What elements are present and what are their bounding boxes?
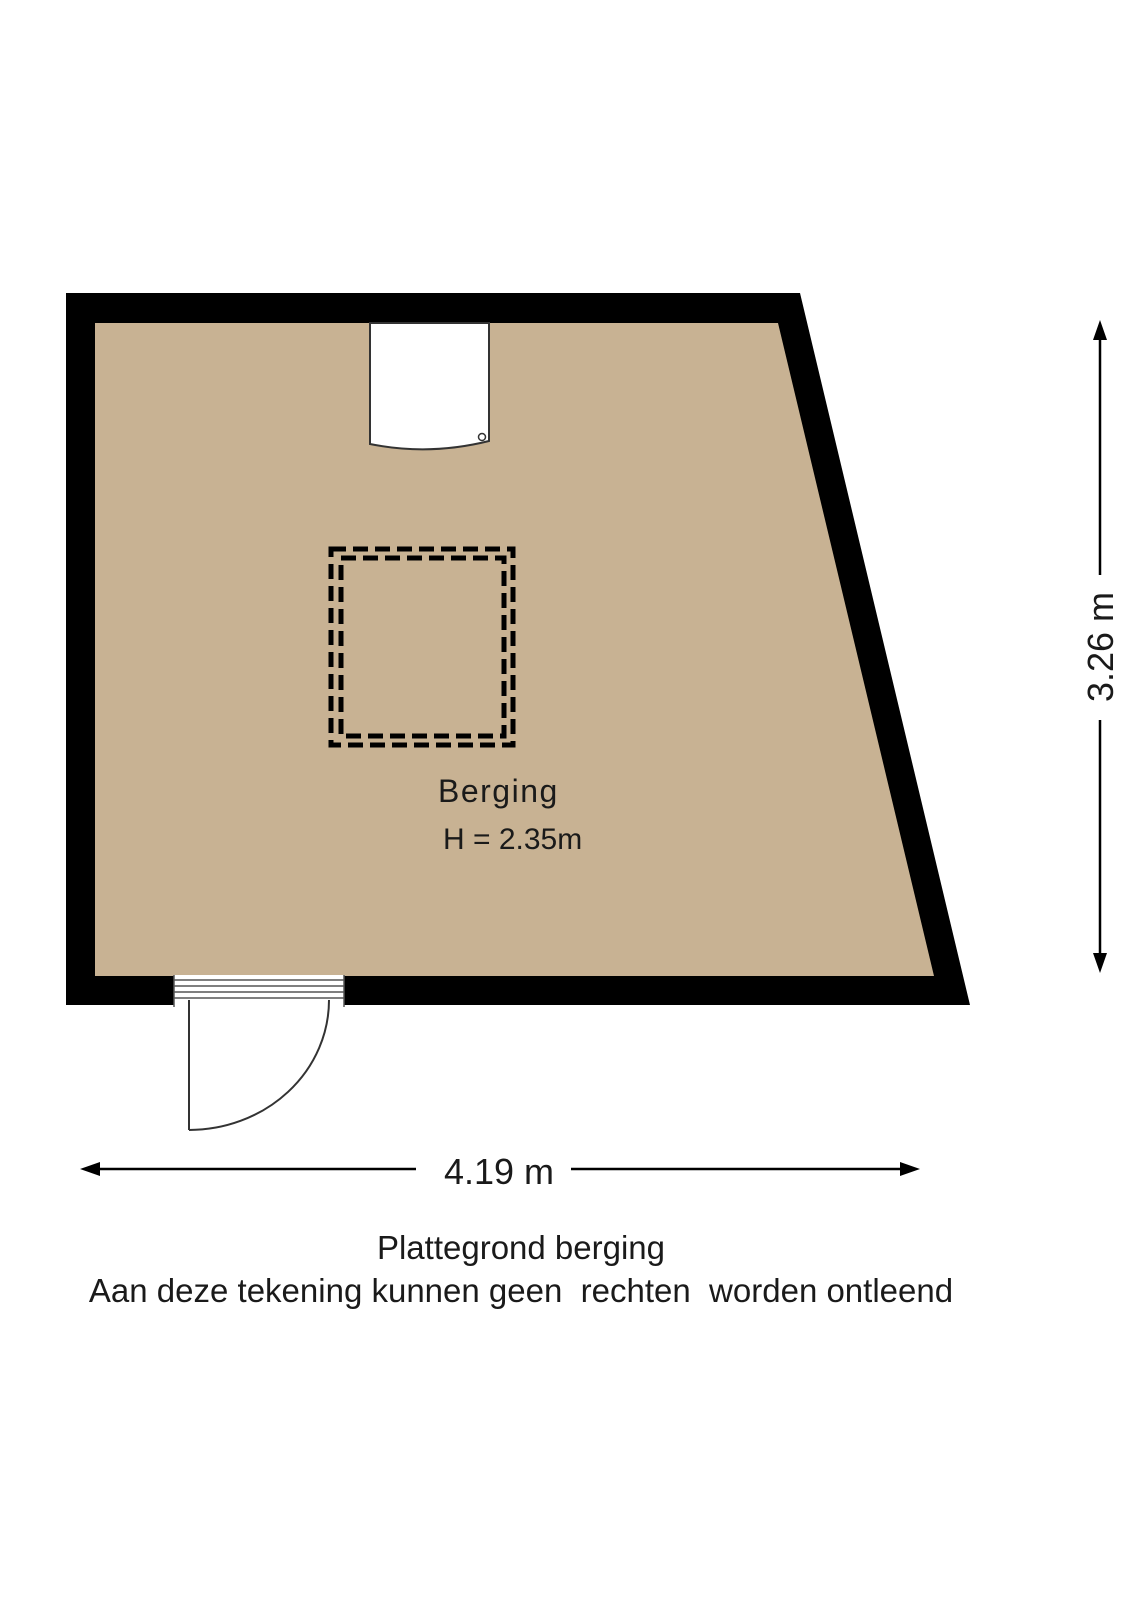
width-arrow-left bbox=[80, 1162, 100, 1176]
caption-title: Plattegrond berging bbox=[377, 1229, 665, 1266]
room-floor bbox=[95, 323, 934, 976]
depth-arrow-bottom bbox=[1093, 953, 1107, 973]
door-frame bbox=[173, 975, 345, 1007]
room-height: H = 2.35m bbox=[443, 823, 582, 856]
caption-disclaimer: Aan deze tekening kunnen geen rechten wo… bbox=[89, 1272, 953, 1309]
boiler-icon bbox=[369, 322, 490, 451]
depth-label: 3.26 m bbox=[1080, 592, 1121, 702]
room-name: Berging bbox=[438, 773, 559, 809]
width-arrow-right bbox=[900, 1162, 920, 1176]
door-swing-icon bbox=[188, 999, 330, 1131]
depth-arrow-top bbox=[1093, 320, 1107, 340]
width-label: 4.19 m bbox=[444, 1151, 554, 1192]
hatch-icon bbox=[328, 546, 516, 748]
